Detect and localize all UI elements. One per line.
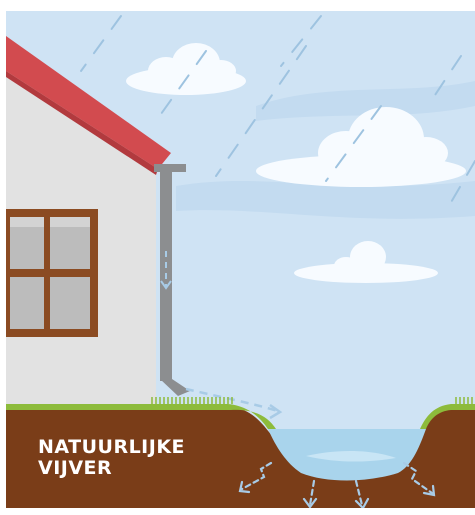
cloud-small (294, 241, 438, 283)
grass-tufts (151, 397, 473, 404)
rainwater-pond-illustration (6, 11, 475, 508)
caption-line-1: NATUURLIJKE (38, 436, 186, 458)
downpipe-flow-arrow (160, 280, 172, 290)
pond-highlight (306, 450, 396, 462)
sky-wind-band (176, 181, 475, 219)
surface-flow-arrow (185, 387, 279, 413)
surface-flow-arrowhead (269, 403, 283, 420)
soil (6, 407, 475, 508)
house-roof (6, 36, 171, 169)
window (6, 209, 98, 337)
sky-wind-band (256, 81, 475, 121)
caption-line-2: VIJVER (38, 457, 113, 479)
roof-eave (6, 71, 158, 175)
cloud-right (256, 107, 466, 187)
grass-line-right (420, 404, 475, 429)
infiltration-arrows (238, 461, 436, 508)
rain-streaks (80, 15, 475, 212)
pond-caption: NATUURLIJKE VIJVER (38, 437, 185, 479)
grass-line (6, 404, 276, 429)
cloud-left (126, 43, 246, 95)
